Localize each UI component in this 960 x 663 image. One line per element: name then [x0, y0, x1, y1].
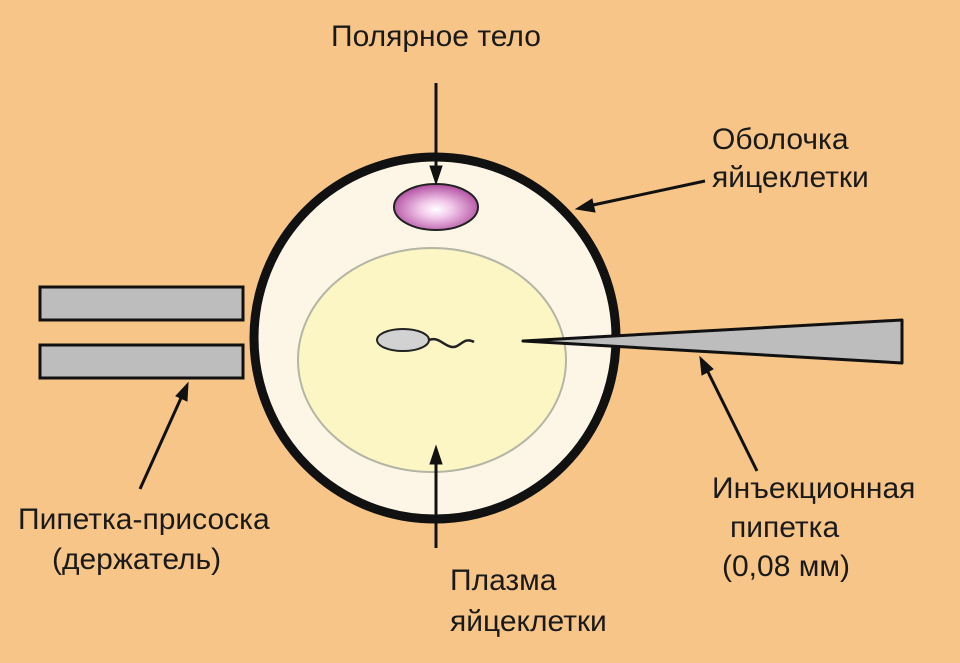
- label-plasma-line2: яйцеклетки: [450, 605, 607, 638]
- arrow-membrane: [592, 179, 706, 207]
- label-membrane-line1: Оболочка: [712, 123, 849, 156]
- label-membrane-line2: яйцеклетки: [712, 161, 869, 194]
- holding-pipette-bottom: [38, 343, 245, 380]
- label-holding-line2: (держатель): [52, 543, 222, 576]
- arrow-injection-pipette: [706, 371, 759, 472]
- injection-pipette: [521, 318, 904, 365]
- holding-pipette-top: [38, 285, 245, 322]
- label-plasma-line1: Плазма: [450, 564, 557, 597]
- label-injection-line3: (0,08 мм): [722, 550, 850, 583]
- egg-cytoplasm: [297, 247, 567, 473]
- polar-body: [393, 183, 479, 231]
- label-holding-line1: Пипетка-присоска: [18, 503, 270, 536]
- label-injection-line1: Инъекционная: [712, 472, 916, 505]
- arrow-holding-pipette: [138, 397, 183, 490]
- sperm-cell: [376, 328, 475, 352]
- label-polar-body: Полярное тело: [331, 20, 541, 53]
- label-injection-line2: пипетка: [730, 511, 840, 544]
